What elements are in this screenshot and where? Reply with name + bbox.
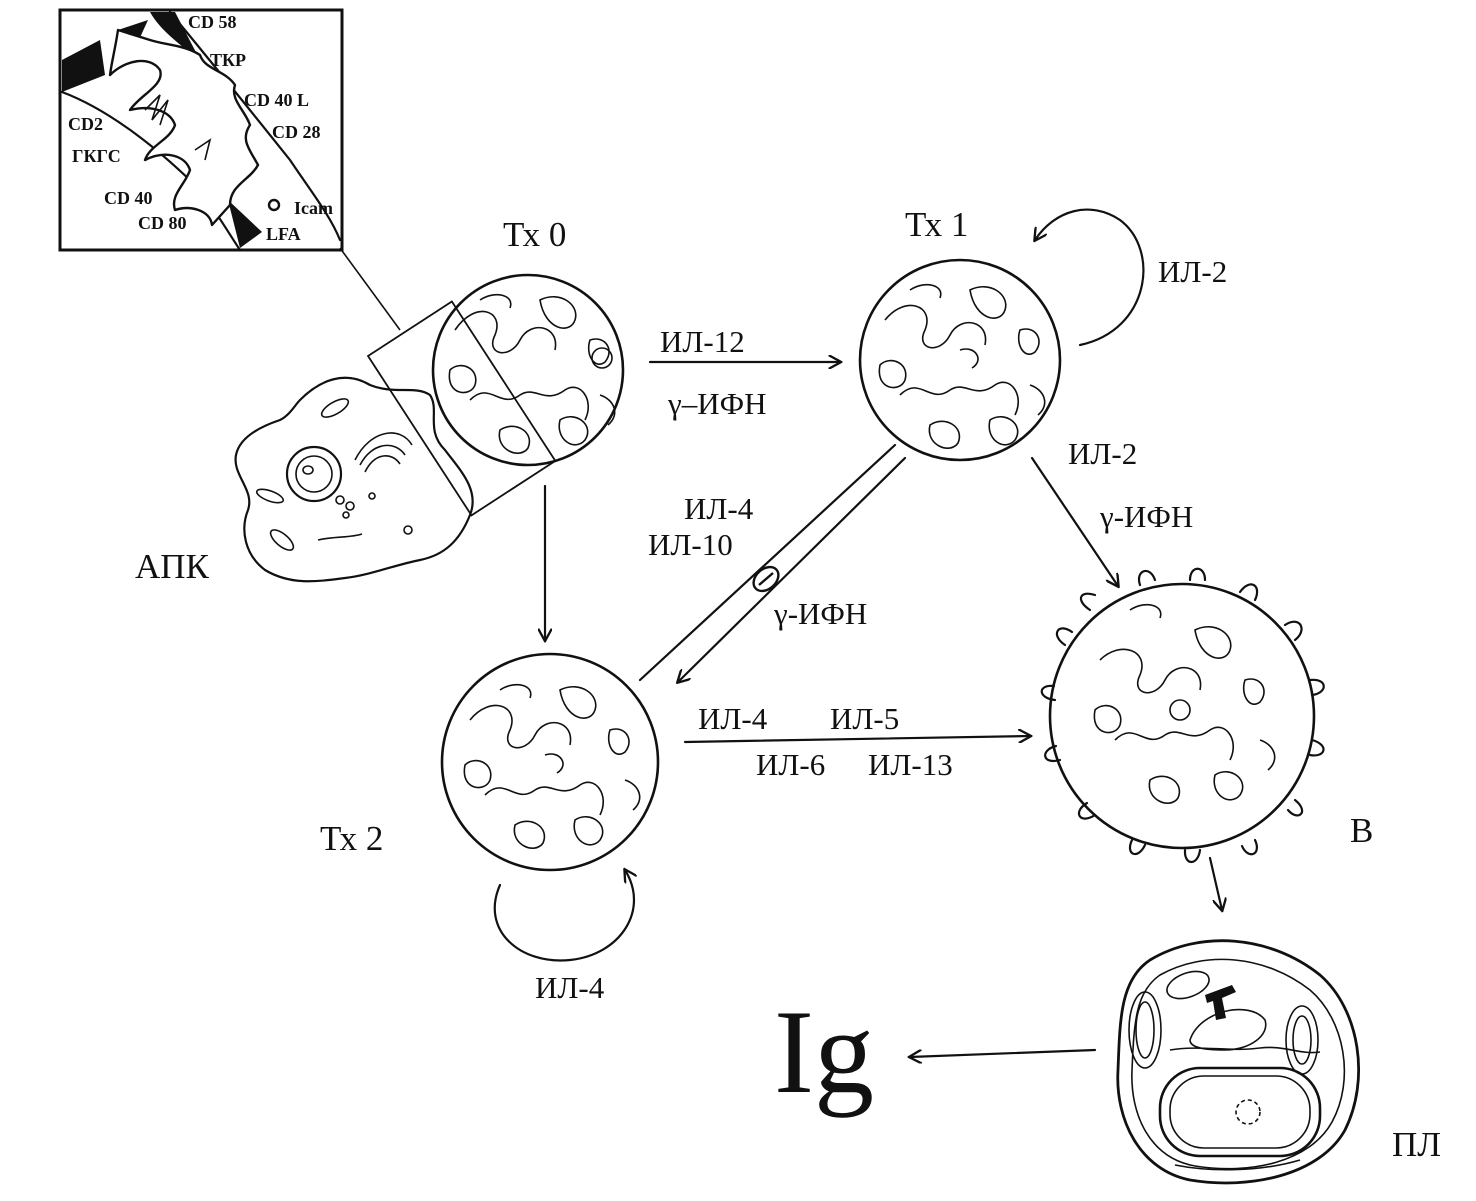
label-apc: АПК: [135, 547, 210, 586]
inset-label-tcr: ТКР: [210, 50, 246, 70]
inset-connector: [339, 247, 401, 331]
label-il13-th2-b: ИЛ-13: [868, 747, 953, 782]
inset-label-lfa: LFA: [266, 224, 301, 244]
arrow-th1-to-b: [1030, 456, 1118, 586]
inhibit-th1-to-th2: [678, 456, 907, 682]
label-b-cell: В: [1350, 811, 1373, 850]
label-plasma-cell: ПЛ: [1392, 1125, 1441, 1164]
inset-label-icam: Icam: [294, 198, 333, 218]
label-th1: Тх 1: [905, 205, 968, 244]
label-ifn-gamma-th1-b: γ-ИФН: [1099, 499, 1193, 534]
th0-cell: Тх 0: [431, 215, 625, 467]
th1-cell: Тх 1: [858, 205, 1062, 462]
label-il2-th1-b: ИЛ-2: [1068, 436, 1137, 471]
label-il6-th2-b: ИЛ-6: [756, 747, 825, 782]
arrow-plasma-to-ig: [910, 1048, 1097, 1057]
inset-label-cd58: CD 58: [188, 12, 237, 32]
synapse-inset: CD 58 ТКР CD 40 L CD 28 CD2 ГКГС CD 40 C…: [58, 8, 344, 252]
label-il4-inhibit: ИЛ-4: [684, 491, 754, 526]
label-ig: Ig: [774, 985, 874, 1118]
label-il4-th2-b: ИЛ-4: [698, 701, 768, 736]
label-th0: Тх 0: [503, 215, 566, 254]
inset-label-mhc: ГКГС: [72, 146, 121, 166]
b-cell: В: [1040, 567, 1373, 864]
label-il10-inhibit: ИЛ-10: [648, 527, 733, 562]
arrow-b-to-plasma: [1208, 856, 1222, 910]
t-cell-membrane: [168, 10, 342, 242]
loop-th1-il2: [1035, 208, 1145, 347]
plasma-cell: ПЛ: [1116, 939, 1441, 1185]
inset-label-cd80: CD 80: [138, 213, 187, 233]
label-il5-th2-b: ИЛ-5: [830, 701, 899, 736]
inhibit-th2-to-th1: [638, 443, 897, 682]
apc-cell: АПК: [135, 376, 474, 586]
arrow-th2-to-b: [683, 736, 1030, 742]
receptor-ligand-pairs: [108, 28, 260, 227]
label-il12: ИЛ-12: [660, 324, 745, 359]
plasma-nucleus: [1158, 1066, 1322, 1158]
label-il4-loop: ИЛ-4: [535, 970, 605, 1005]
contact-region-box: [366, 300, 557, 517]
inset-label-cd40l: CD 40 L: [244, 90, 309, 110]
label-il2-loop: ИЛ-2: [1158, 254, 1227, 289]
inset-label-cd2: CD2: [68, 114, 103, 134]
inset-label-cd28: CD 28: [272, 122, 321, 142]
label-ifn-gamma-th0-th1: γ–ИФН: [667, 386, 766, 421]
label-th2: Тх 2: [320, 819, 383, 858]
inset-label-cd40: CD 40: [104, 188, 153, 208]
nucleolus: [1235, 1099, 1261, 1125]
label-ifn-gamma-inhibit: γ-ИФН: [773, 596, 867, 631]
th2-cell: Тх 2: [320, 652, 660, 872]
loop-th2-il4: [493, 870, 634, 962]
